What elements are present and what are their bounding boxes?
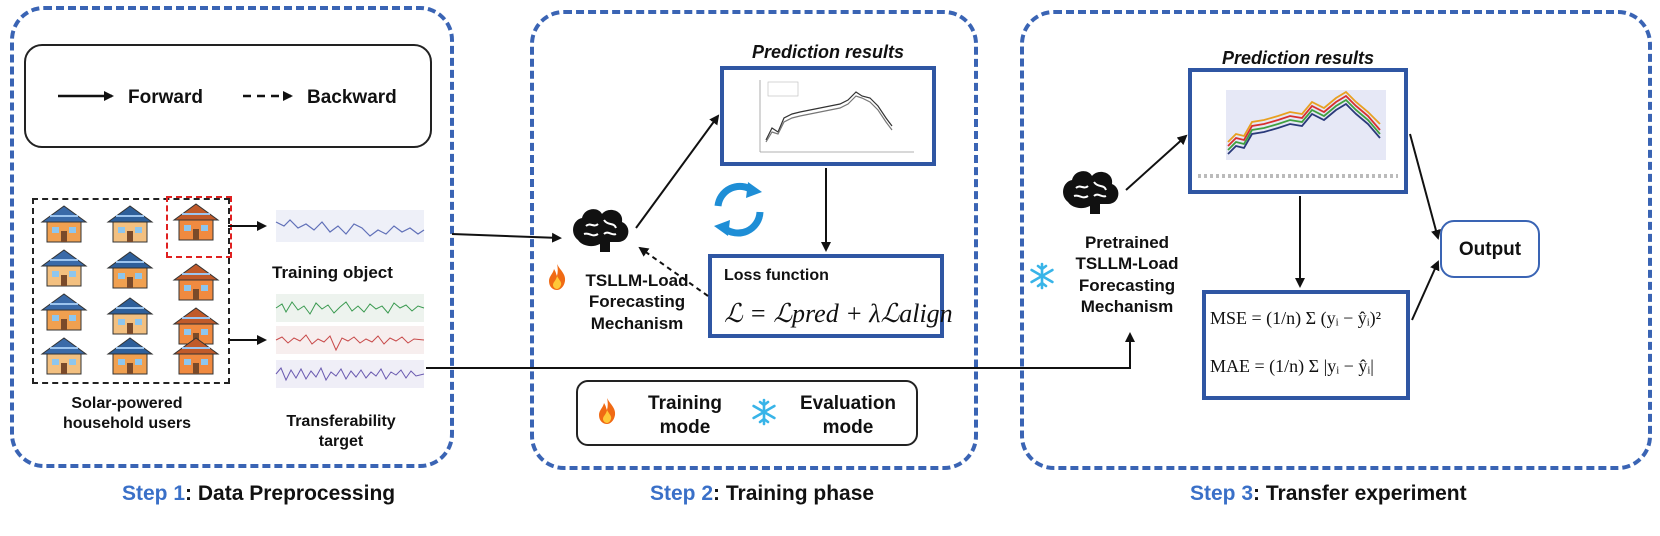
step2-label: Step 2: Training phase	[650, 482, 875, 505]
house-icon	[38, 246, 90, 288]
house-icon	[104, 294, 156, 336]
step3-panel	[1020, 10, 1652, 470]
mode-legend-box	[576, 380, 918, 446]
fire-icon	[548, 264, 566, 290]
metrics-box	[1202, 290, 1410, 400]
prediction-plot-step3	[1188, 68, 1408, 194]
house-icon	[38, 290, 90, 332]
legend-backward-label: Backward	[307, 87, 397, 108]
prediction-title-step3: Prediction results	[1221, 48, 1375, 68]
house-icon	[104, 248, 156, 290]
prediction-title-step2: Prediction results	[751, 42, 905, 62]
step2-panel	[530, 10, 978, 470]
mae-formula: MAE = (1/n) Σ |yᵢ − ŷᵢ|	[1210, 356, 1374, 376]
house-icon	[170, 304, 222, 346]
loss-function-box	[708, 254, 944, 338]
house-icon	[170, 200, 222, 242]
house-icon	[170, 334, 222, 376]
brain-icon	[570, 206, 632, 256]
step3-label: Step 3: Transfer experiment	[1190, 482, 1467, 505]
house-icon	[38, 202, 90, 244]
loss-formula: ℒ = ℒpred + λℒalign	[724, 299, 953, 328]
step1-panel	[10, 6, 454, 468]
house-icon	[104, 334, 156, 376]
house-icon	[170, 260, 222, 302]
step1-label: Step 1: Data Preprocessing	[122, 482, 396, 505]
snowflake-icon	[1028, 262, 1056, 290]
house-icon	[38, 334, 90, 376]
legend-forward-label: Forward	[128, 87, 203, 108]
loss-function-title: Loss function	[724, 267, 829, 284]
training-object-label: Training object	[272, 263, 393, 282]
snowflake-icon	[750, 398, 778, 426]
prediction-plot-step2	[720, 66, 936, 166]
refresh-cycle-icon	[702, 178, 774, 240]
training-object-plot	[275, 210, 425, 242]
fire-icon	[598, 398, 616, 424]
household-group	[32, 198, 230, 384]
brain-icon	[1060, 168, 1122, 218]
output-label: Output	[1458, 239, 1522, 260]
house-icon	[104, 202, 156, 244]
transferability-plot	[275, 294, 425, 390]
output-box	[1440, 220, 1540, 278]
mse-formula: MSE = (1/n) Σ (yᵢ − ŷᵢ)²	[1210, 308, 1382, 328]
